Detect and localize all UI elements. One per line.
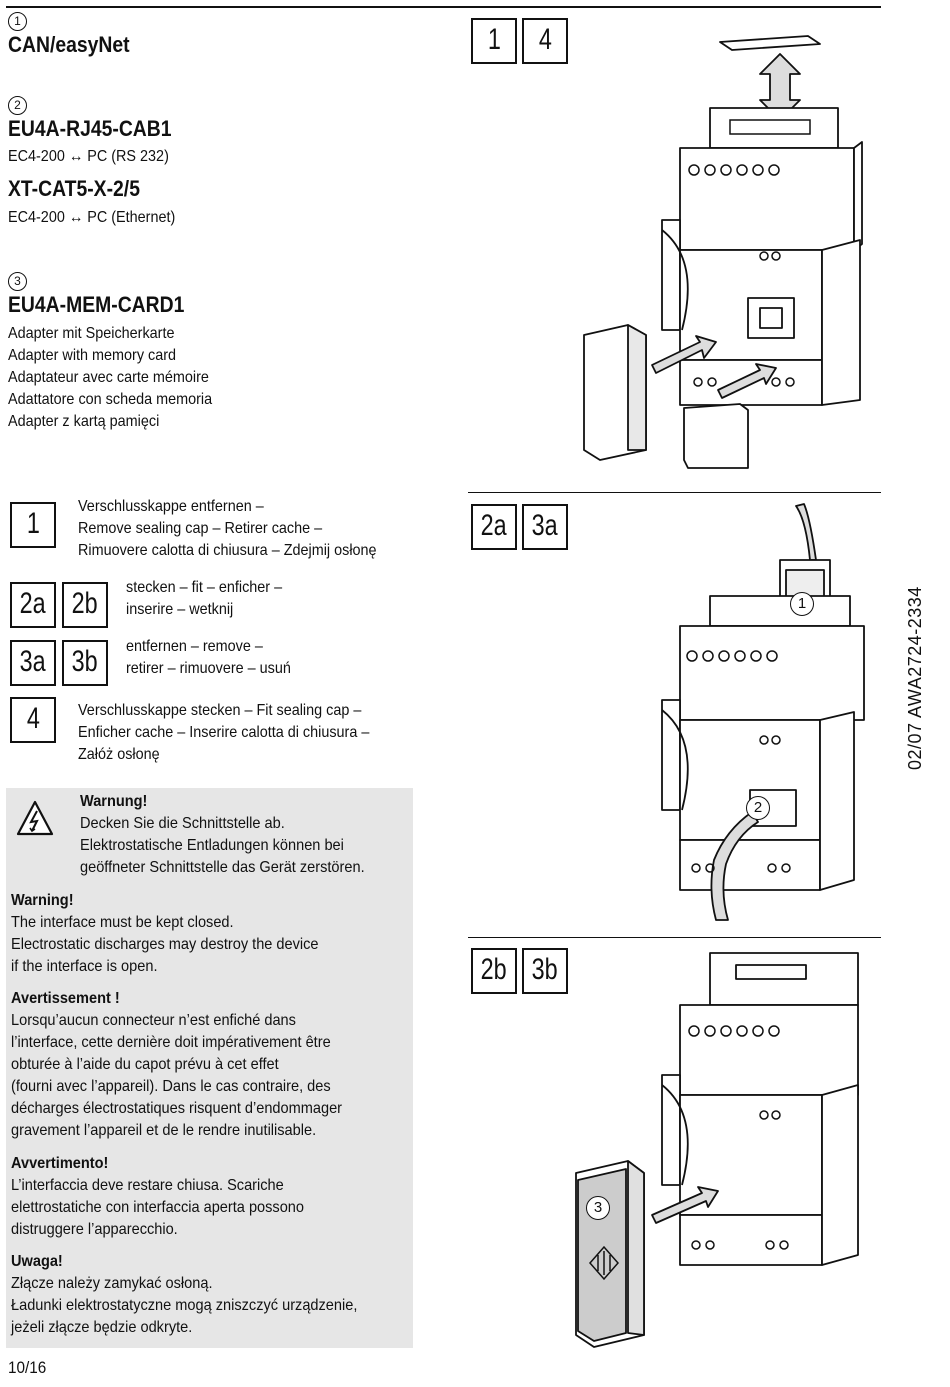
warning-line: Decken Sie die Schnittstelle ab. <box>80 815 285 832</box>
warning-de: Warnung! Decken Sie die Schnittstelle ab… <box>80 791 393 879</box>
warning-pl: Uwaga! Złącze należy zamykać osłoną. Ład… <box>11 1251 392 1339</box>
figure2-callout-1: 1 <box>790 592 814 616</box>
figure2-cable-connection-illustration <box>661 503 865 921</box>
warning-line: Lorsqu’aucun connecteur n’est enfiché da… <box>11 1012 296 1029</box>
section3-lines: Adapter mit Speicherkarte Adapter with m… <box>8 323 235 433</box>
step-box-4: 4 <box>10 697 56 743</box>
section3-line: Adattatore con scheda memoria <box>8 391 213 408</box>
high-voltage-warning-icon <box>16 800 54 836</box>
section3-line: Adapter mit Speicherkarte <box>8 325 175 342</box>
figure-divider <box>468 492 881 493</box>
figure3-callout-3: 3 <box>586 1196 610 1220</box>
section1-marker: 1 <box>8 12 27 31</box>
warning-line: obturée à l’aide du capot prévu à cet ef… <box>11 1056 279 1073</box>
step-line: Verschlusskappe stecken – Fit sealing ca… <box>78 702 362 719</box>
section1-title: CAN/easyNet <box>8 32 130 57</box>
section3-marker: 3 <box>8 272 27 291</box>
figure3-box-3b: 3b <box>522 948 568 994</box>
figure2-box-3a: 3a <box>522 504 568 550</box>
figure3-box-2b: 2b <box>471 948 517 994</box>
step-line: inserire – wetknij <box>126 601 234 618</box>
section2-title-b: XT-CAT5-X-2/5 <box>8 176 140 201</box>
step-line: Rimuovere calotta di chiusura – Zdejmij … <box>78 542 377 559</box>
warning-line: Złącze należy zamykać osłoną. <box>11 1275 213 1292</box>
warning-panel: Warnung! Decken Sie die Schnittstelle ab… <box>6 788 413 1348</box>
warning-line: elettrostatiche con interfaccia aperta p… <box>11 1199 304 1216</box>
warning-line: The interface must be kept closed. <box>11 914 234 931</box>
warning-line: (fourni avec l’appareil). Dans le cas co… <box>11 1078 331 1095</box>
figure1-device-illustration <box>583 35 863 469</box>
warning-fr: Avertissement ! Lorsqu’aucun connecteur … <box>11 988 375 1142</box>
section2-marker: 2 <box>8 96 27 115</box>
step-box-3b: 3b <box>62 640 108 686</box>
step-box-3a: 3a <box>10 640 56 686</box>
figure-divider <box>468 937 881 938</box>
step-box-2a: 2a <box>10 582 56 628</box>
step-line: Załóż osłonę <box>78 746 160 763</box>
step-line: Enficher cache – Inserire calotta di chi… <box>78 724 370 741</box>
section2-line-a: EC4-200 ↔ PC (RS 232) <box>8 148 169 165</box>
page-number: 10/16 <box>8 1358 47 1377</box>
figure2-callout-2: 2 <box>746 796 770 820</box>
figure3-memory-card-illustration <box>575 952 859 1348</box>
step-line: Remove sealing cap – Retirer cache – <box>78 520 323 537</box>
warning-line: jeżeli złącze będzie odkryte. <box>11 1319 193 1336</box>
step-line: retirer – rimuovere – usuń <box>126 660 291 677</box>
warning-line: distruggere l’apparecchio. <box>11 1221 178 1238</box>
step-2-text: stecken – fit – enficher – inserire – we… <box>126 577 299 621</box>
warning-line: Elektrostatische Entladungen können bei <box>80 837 344 854</box>
section3-title: EU4A-MEM-CARD1 <box>8 292 185 317</box>
step-4-text: Verschlusskappe stecken – Fit sealing ca… <box>78 700 402 766</box>
step-line: stecken – fit – enficher – <box>126 579 283 596</box>
step-3-text: entfernen – remove – retirer – rimuovere… <box>126 636 309 680</box>
section3-line: Adaptateur avec carte mémoire <box>8 369 209 386</box>
warning-line: gravement l’appareil et de le rendre inu… <box>11 1122 317 1139</box>
section3-line: Adapter with memory card <box>8 347 177 364</box>
warning-en: Warning! The interface must be kept clos… <box>11 890 349 978</box>
warning-line: if the interface is open. <box>11 958 158 975</box>
warning-line: L’interfaccia deve restare chiusa. Scari… <box>11 1177 284 1194</box>
figure1-box-1: 1 <box>471 18 517 64</box>
section3-line: Adapter z kartą pamięci <box>8 413 160 430</box>
warning-title: Avvertimento! <box>11 1155 109 1172</box>
step-line: Verschlusskappe entfernen – <box>78 498 264 515</box>
warning-line: Electrostatic discharges may destroy the… <box>11 936 319 953</box>
warning-it: Avvertimento! L’interfaccia deve restare… <box>11 1153 333 1241</box>
warning-title: Avertissement ! <box>11 990 120 1007</box>
figure2-box-2a: 2a <box>471 504 517 550</box>
warning-line: Ładunki elektrostatyczne mogą zniszczyć … <box>11 1297 358 1314</box>
step-1-text: Verschlusskappe entfernen – Remove seali… <box>78 496 410 562</box>
warning-title: Warning! <box>11 892 74 909</box>
figure1-box-4: 4 <box>522 18 568 64</box>
top-rule <box>6 6 881 8</box>
step-box-2b: 2b <box>62 582 108 628</box>
warning-line: geöffneter Schnittstelle das Gerät zerst… <box>80 859 365 876</box>
step-line: entfernen – remove – <box>126 638 263 655</box>
document-code: 02/07 AWA2724-2334 <box>905 586 925 770</box>
warning-title: Warnung! <box>80 793 148 810</box>
warning-line: décharges électrostatiques risquent d’en… <box>11 1100 343 1117</box>
warning-title: Uwaga! <box>11 1253 63 1270</box>
section2-title-a: EU4A-RJ45-CAB1 <box>8 116 172 141</box>
warning-line: l’interface, cette dernière doit impérat… <box>11 1034 331 1051</box>
section2-line-b: EC4-200 ↔ PC (Ethernet) <box>8 209 176 226</box>
step-box-1: 1 <box>10 502 56 548</box>
